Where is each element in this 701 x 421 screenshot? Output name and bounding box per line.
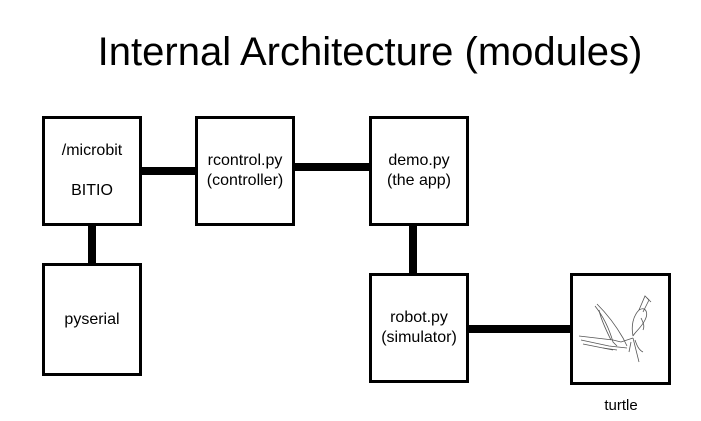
turtle-module-box: [570, 273, 671, 385]
demo-module-role: (the app): [386, 172, 452, 189]
diagram-title: Internal Architecture (modules): [97, 30, 643, 74]
demo-module-box: demo.py (the app): [369, 116, 469, 226]
robot-module-box: robot.py (simulator): [369, 273, 469, 383]
rcontrol-module-box: rcontrol.py (controller): [195, 116, 295, 226]
pyserial-module-box: pyserial: [42, 263, 142, 376]
demo-module-label: demo.py: [388, 152, 450, 169]
rcontrol-module-role: (controller): [206, 172, 284, 189]
turtle-caption: turtle: [604, 397, 638, 414]
connector-microbit-rcontrol: [140, 167, 197, 175]
microbit-module-box: /microbit BITIO: [42, 116, 142, 226]
connector-microbit-pyserial: [88, 225, 96, 265]
bitio-module-label: BITIO: [71, 182, 113, 199]
turtle-drawing-icon: [578, 295, 652, 363]
rcontrol-module-label: rcontrol.py: [207, 152, 283, 169]
connector-rcontrol-demo: [293, 163, 372, 171]
microbit-module-label: /microbit: [61, 142, 123, 159]
connector-demo-robot: [409, 225, 417, 275]
connector-robot-turtle: [467, 325, 574, 333]
robot-module-role: (simulator): [381, 329, 457, 346]
pyserial-module-label: pyserial: [64, 310, 120, 328]
robot-module-label: robot.py: [390, 309, 448, 326]
